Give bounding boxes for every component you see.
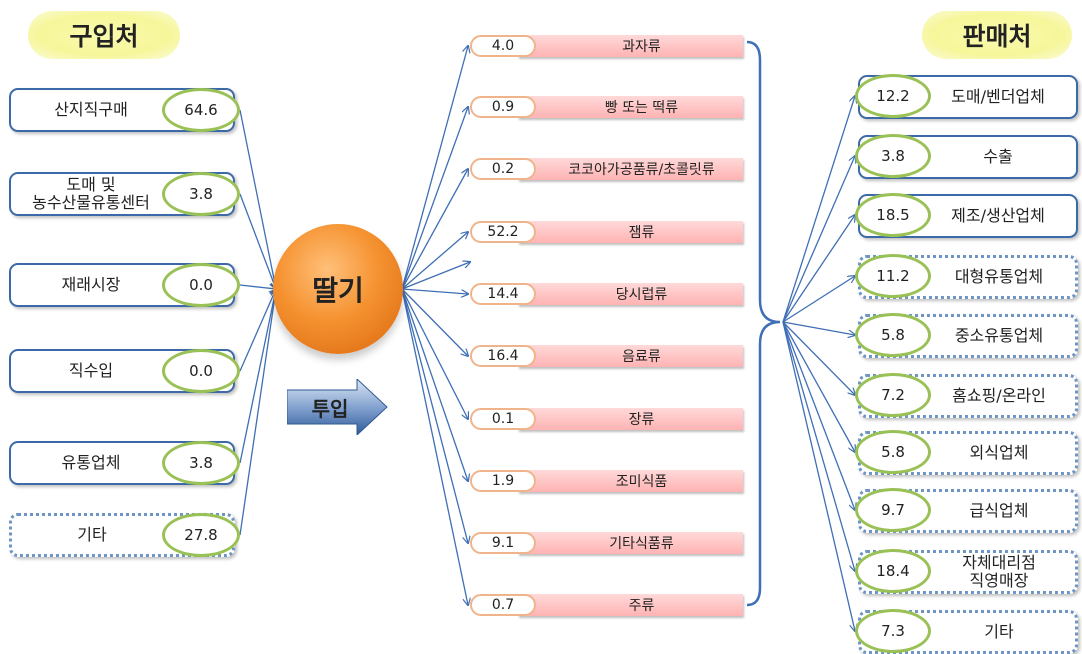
source-value: 27.8 [162, 513, 240, 557]
product-label: 당시럽류 [518, 283, 743, 305]
input-label: 투입 [311, 397, 349, 421]
input-arrow: 투입 [286, 377, 389, 437]
source-value: 0.0 [162, 263, 240, 307]
connector-arrow [782, 96, 855, 323]
product-label: 음료류 [518, 345, 743, 367]
sales-value: 3.8 [855, 134, 931, 178]
sales-value: 9.7 [855, 488, 931, 532]
connector-arrow [401, 107, 468, 290]
connector-arrow [401, 288, 468, 419]
sales-value: 18.4 [855, 549, 931, 593]
product-label: 기타식품류 [518, 532, 743, 554]
connector-arrow [239, 109, 276, 289]
sales-label: 기타 [984, 622, 1014, 641]
product-value: 16.4 [470, 345, 536, 367]
sales-value: 12.2 [855, 74, 931, 118]
connector-arrow [401, 288, 468, 481]
connector-arrow [782, 156, 855, 323]
source-label: 직수입 [68, 361, 114, 380]
product-value: 52.2 [470, 221, 536, 243]
connector-arrow [239, 289, 276, 372]
product-label: 잼류 [518, 221, 743, 243]
connector-arrow [401, 169, 468, 290]
connector-arrow [401, 232, 468, 290]
connector-arrow [239, 193, 276, 289]
product-label: 조미식품 [518, 470, 743, 492]
product-label: 주류 [518, 594, 743, 616]
product-value: 0.2 [470, 158, 536, 180]
product-label: 빵 또는 떡류 [518, 96, 743, 118]
sales-label: 중소유통업체 [954, 326, 1044, 345]
sales-value: 5.8 [855, 430, 931, 474]
strawberry-node: 딸기 [273, 224, 403, 354]
product-value: 4.0 [470, 35, 536, 57]
product-value: 0.1 [470, 408, 536, 430]
sales-value: 18.5 [855, 193, 931, 237]
connector-arrow [782, 321, 855, 452]
sales-label: 제조/생산업체 [951, 206, 1045, 225]
connector-arrow [401, 262, 470, 290]
product-value: 0.9 [470, 96, 536, 118]
sales-value: 7.3 [855, 609, 931, 653]
sales-label: 외식업체 [969, 443, 1029, 462]
right-arrow-icon [286, 377, 388, 437]
connector-arrow [239, 285, 276, 289]
sales-label: 도매/벤더업체 [951, 87, 1045, 106]
sales-label: 급식업체 [969, 501, 1029, 520]
source-value: 3.8 [162, 172, 240, 216]
connector-arrow [782, 276, 855, 323]
sales-label: 대형유통업체 [954, 267, 1044, 286]
sales-label: 홈쇼핑/온라인 [952, 386, 1046, 405]
sales-label: 자체대리점 직영매장 [962, 553, 1036, 590]
connector-arrow [239, 289, 276, 464]
sales-value: 5.8 [855, 313, 931, 357]
connector-arrow [401, 288, 468, 605]
source-label: 유통업체 [61, 453, 121, 472]
product-label: 장류 [518, 408, 743, 430]
product-label: 과자류 [518, 35, 743, 57]
product-label: 코코아가공품류/초콜릿류 [518, 158, 743, 180]
sales-box: 제조/생산업체 [858, 194, 1078, 238]
connector-arrow [401, 288, 468, 356]
connector-arrow [782, 321, 855, 510]
source-label: 재래시장 [61, 275, 121, 294]
product-value: 1.9 [470, 470, 536, 492]
connector-arrow [782, 321, 855, 571]
product-value: 14.4 [470, 283, 536, 305]
connector-arrow [782, 321, 855, 631]
source-value: 64.6 [162, 88, 240, 132]
connector-arrow [401, 46, 468, 290]
source-label: 산지직구매 [54, 100, 128, 119]
sales-value: 7.2 [855, 373, 931, 417]
connector-arrow [782, 321, 855, 335]
connector-arrow [239, 289, 276, 536]
sales-title: 판매처 [922, 11, 1072, 59]
connector-arrow [401, 288, 468, 543]
connector-arrow [401, 288, 468, 294]
source-value: 3.8 [162, 441, 240, 485]
source-label: 기타 [77, 525, 107, 544]
sales-value: 11.2 [855, 254, 931, 298]
product-bracket [746, 40, 781, 607]
sales-label: 수출 [983, 147, 1013, 166]
source-value: 0.0 [162, 349, 240, 393]
product-value: 9.1 [470, 532, 536, 554]
source-label: 도매 및 농수산물유통센터 [32, 175, 150, 212]
connector-arrow [782, 321, 855, 395]
product-value: 0.7 [470, 594, 536, 616]
source-title: 구입처 [28, 11, 180, 59]
connector-arrow [782, 215, 855, 323]
